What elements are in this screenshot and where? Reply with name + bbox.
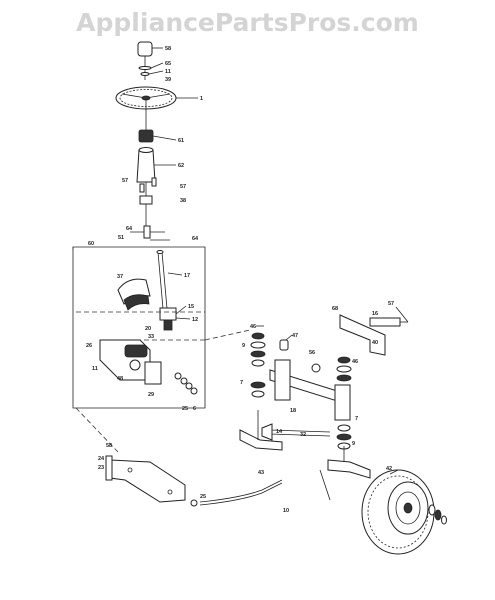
callout-57: 57 <box>180 184 186 190</box>
callout-25: 25 <box>200 494 206 500</box>
callout-26: 26 <box>86 343 92 349</box>
axle-pivot-bolt <box>279 339 321 373</box>
watermark: AppliancePartsPros.com <box>76 8 419 37</box>
column-bolts <box>130 225 170 241</box>
callout-14: 14 <box>276 429 283 435</box>
callout-38: 38 <box>180 198 186 204</box>
axle-mount-bracket <box>339 314 408 356</box>
callout-16: 16 <box>372 311 378 317</box>
callout-20: 20 <box>145 326 151 332</box>
callout-11: 11 <box>92 366 98 372</box>
callout-29: 29 <box>148 392 154 398</box>
callout-23: 23 <box>98 465 104 471</box>
callout-17: 17 <box>184 273 190 279</box>
right-spindle <box>319 446 371 501</box>
callout-12: 12 <box>192 317 198 323</box>
callout-leaders <box>148 47 409 475</box>
steering-gear-adapter <box>138 108 154 143</box>
callout-7: 7 <box>240 380 243 386</box>
wheel-hardware <box>428 504 447 525</box>
tie-rod <box>261 423 331 441</box>
drag-link <box>190 479 283 507</box>
steering-wheel <box>115 86 177 110</box>
callout-6: 6 <box>193 406 196 412</box>
callout-58: 58 <box>106 443 112 449</box>
column-hub <box>139 177 157 230</box>
callout-7: 7 <box>355 416 358 422</box>
callout-24: 24 <box>98 456 105 462</box>
callout-42: 42 <box>386 466 392 472</box>
callout-62: 62 <box>178 163 184 169</box>
callout-61: 61 <box>178 138 184 144</box>
callout-68: 68 <box>332 306 338 312</box>
callout-58: 58 <box>165 46 171 52</box>
steering-bracket <box>99 339 162 385</box>
callout-51: 51 <box>118 235 124 241</box>
front-wheel <box>361 469 435 555</box>
steering-wheel-cap <box>137 41 153 80</box>
pinion-bracket <box>159 307 177 331</box>
steering-column-bushing <box>136 147 156 183</box>
callout-32: 32 <box>300 432 306 438</box>
steering-segment-gear <box>117 278 151 311</box>
callout-15: 15 <box>188 304 194 310</box>
spring-washers <box>174 372 198 395</box>
front-axle <box>269 359 351 421</box>
leader-drag-link <box>75 407 119 453</box>
left-spindle <box>239 410 283 451</box>
callout-56: 56 <box>309 350 315 356</box>
callout-46: 46 <box>250 324 256 330</box>
callout-1: 1 <box>200 96 203 102</box>
callout-57: 57 <box>122 178 128 184</box>
right-spindle-washers <box>336 356 352 450</box>
callout-65: 65 <box>165 61 171 67</box>
callout-57: 57 <box>388 301 394 307</box>
callout-39: 39 <box>165 77 171 83</box>
callout-64: 64 <box>192 236 199 242</box>
callout-9: 9 <box>242 343 245 349</box>
pitman-bracket <box>105 455 186 503</box>
callout-40: 40 <box>372 340 378 346</box>
callout-48: 48 <box>117 376 123 382</box>
callout-46: 46 <box>352 359 358 365</box>
dashed-outline-lower <box>76 311 205 341</box>
leader-axle <box>204 329 251 341</box>
callout-47: 47 <box>292 333 298 339</box>
callout-9: 9 <box>352 441 355 447</box>
callout-60: 60 <box>88 241 94 247</box>
box-outline <box>72 246 206 409</box>
callout-10: 10 <box>283 508 289 514</box>
callout-25: 25 <box>182 406 188 412</box>
callout-37: 37 <box>117 274 123 280</box>
callout-43: 43 <box>258 470 264 476</box>
callout-18: 18 <box>290 408 296 414</box>
callout-33: 33 <box>148 334 154 340</box>
left-spindle-washers <box>250 332 266 398</box>
callout-11: 11 <box>165 69 171 75</box>
callout-64: 64 <box>126 226 133 232</box>
